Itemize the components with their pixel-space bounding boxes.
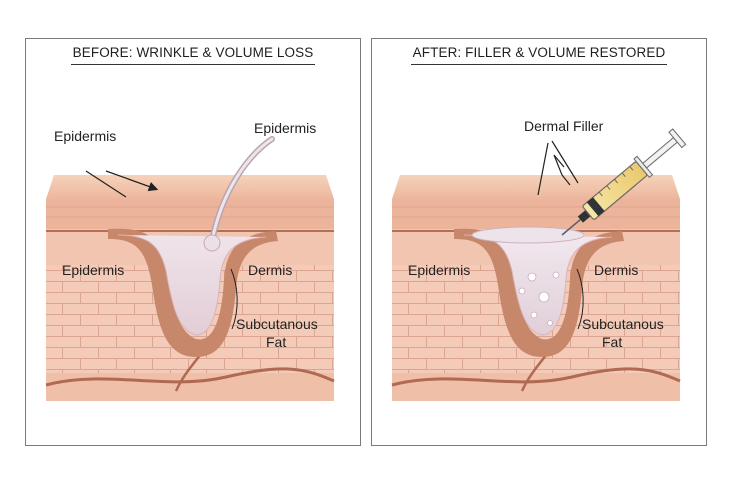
epidermis-layer	[392, 199, 680, 229]
label-epidermis-top-right: Epidermis	[254, 120, 316, 136]
after-panel-title: AFTER: FILLER & VOLUME RESTORED	[372, 45, 706, 65]
before-skin-diagram: Epidermis Epidermis Epidermis Dermis Sub…	[45, 120, 335, 401]
label-subcutaneous-line1: Subcutanous	[582, 316, 664, 332]
label-subcutaneous-line1: Subcutanous	[236, 316, 318, 332]
label-epidermis-side: Epidermis	[408, 262, 470, 278]
wrinkle-fold	[108, 228, 278, 357]
epidermis-layer	[46, 199, 334, 229]
label-subcutaneous-line2: Fat	[602, 334, 622, 350]
label-dermal-filler: Dermal Filler	[524, 118, 604, 134]
after-skin-diagram: Dermal Filler Epidermis Dermis Subcutano…	[391, 118, 687, 401]
epidermis-top-surface	[46, 175, 334, 199]
after-panel: AFTER: FILLER & VOLUME RESTORED	[371, 38, 707, 446]
syringe-icon	[561, 128, 687, 236]
label-dermis: Dermis	[248, 262, 292, 278]
label-epidermis-top-left: Epidermis	[54, 128, 116, 144]
before-panel: BEFORE: WRINKLE & VOLUME LOSS	[25, 38, 361, 446]
filled-fold	[454, 228, 624, 357]
label-dermis: Dermis	[594, 262, 638, 278]
before-panel-title: BEFORE: WRINKLE & VOLUME LOSS	[26, 45, 360, 65]
label-epidermis-side: Epidermis	[62, 262, 124, 278]
filler-bubbles	[518, 271, 560, 326]
filler-deposit	[471, 226, 585, 244]
label-subcutaneous-line2: Fat	[266, 334, 286, 350]
